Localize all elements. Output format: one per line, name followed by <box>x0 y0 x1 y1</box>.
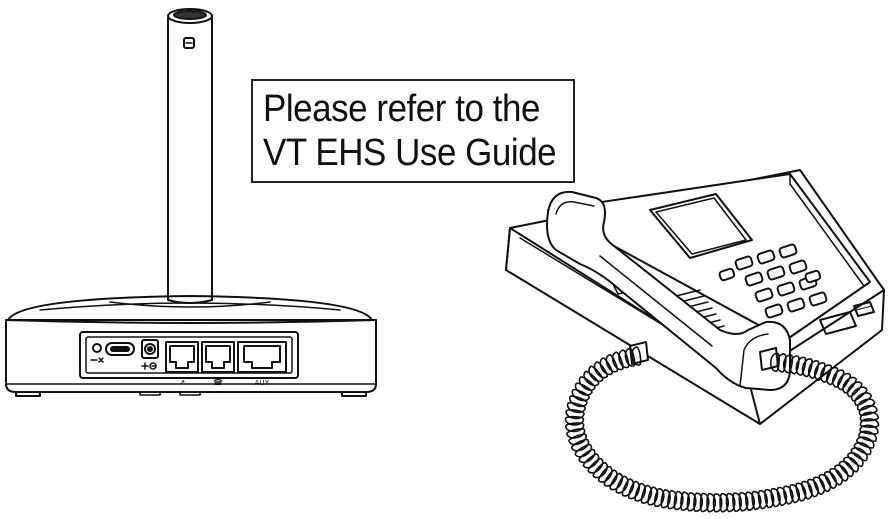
handset-icon <box>546 190 791 391</box>
port-label-aux: AUX <box>255 379 270 387</box>
dc-power-jack-icon <box>141 339 159 370</box>
power-indicator-icon <box>90 343 104 363</box>
coiled-cord-icon <box>564 346 880 513</box>
rj-port-handset <box>165 341 199 373</box>
display-screen-icon <box>649 193 753 259</box>
rj-port-aux <box>237 341 287 373</box>
callout-line-2: VT EHS Use Guide <box>263 132 557 174</box>
port-label-phone: ☎ <box>213 378 223 387</box>
cord-coil-loops <box>564 346 880 513</box>
rj-port-phone <box>201 341 235 373</box>
port-label-handset: ↗ <box>179 378 186 387</box>
usb-c-port-icon <box>105 342 135 356</box>
keypad-icon <box>718 243 828 319</box>
callout-line-1: Please refer to the <box>263 88 540 130</box>
callout-box: Please refer to the VT EHS Use Guide <box>251 79 575 183</box>
